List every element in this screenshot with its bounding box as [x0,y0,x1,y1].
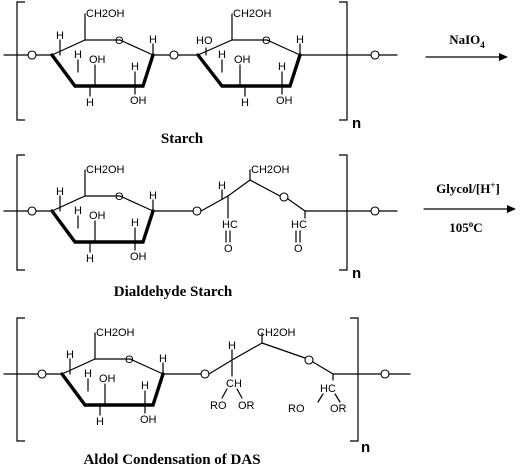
das-ch2oh-1: CH2OH [86,164,125,176]
aldol-h: H [84,368,92,380]
das-h: H [74,205,82,217]
das-o-right [370,206,380,216]
reagent-glycol: Glycol/[H+] [436,180,500,196]
reagent-temperature: 105oC [449,219,482,235]
reagent-naio4: NaIO4 [449,32,485,50]
starch-h: H [218,49,226,61]
aldol-h: H [159,353,167,365]
starch-h: H [56,30,64,42]
aldol-o-right [380,369,390,379]
aldol-ro: RO [288,403,305,415]
reaction-arrow-2 [423,205,516,213]
aldol-or: OR [330,403,347,415]
aldol-h: H [96,416,104,428]
das-aldehyde-o: O [294,243,303,255]
das-o-left [27,206,37,216]
das-right-bracket [339,154,348,271]
starch-right-bracket [339,1,348,121]
starch-h: H [149,34,157,46]
starch-repeat-n: n [352,115,361,132]
aldol-ch: CH [226,378,242,390]
starch-oh: OH [276,95,293,107]
das-ch2oh-2: CH2OH [251,164,290,176]
starch-h: H [74,49,82,61]
aldol-h: H [228,340,236,352]
aldol-right-bracket [350,317,359,442]
aldol-h: H [141,380,149,392]
starch-caption: Starch [161,131,204,147]
starch-oh: OH [89,54,106,66]
aldol-ring-o: O [125,354,134,366]
dialdehyde-starch-structure: CH2OH O H H OH H H OH H H HC O CH2OH HC [3,154,398,271]
starch-ring-o-1: O [115,35,124,47]
aldol-o-ring-open [304,355,314,365]
das-caption: Dialdehyde Starch [114,284,233,300]
das-oh: OH [89,210,106,222]
aldol-oh: OH [140,414,157,426]
starch-left-bracket [16,1,25,121]
starch-h: H [131,61,139,73]
das-o-ring-open [279,192,289,202]
das-left-bracket [16,154,25,271]
das-hc: HC [291,219,307,231]
das-oh: OH [130,251,147,263]
starch-o-right [370,50,380,60]
starch-h: H [296,34,304,46]
das-h: H [56,186,64,198]
starch-h: H [278,61,286,73]
aldol-left-bracket [16,317,25,442]
aldol-o-left [37,369,47,379]
starch-structure: CH2OH O H H OH H H OH H CH2OH O HO H OH … [3,1,398,121]
starch-oh: OH [130,95,147,107]
starch-ch2oh-1: CH2OH [86,8,125,20]
aldol-h: H [66,349,74,361]
starch-ch2oh-2: CH2OH [233,8,272,20]
aldol-repeat-n: n [361,439,370,456]
das-h: H [218,180,226,192]
das-repeat-n: n [352,265,361,282]
das-aldehyde-o: O [224,243,233,255]
starch-o-bridge [169,50,179,60]
das-hc: HC [222,219,238,231]
starch-h: H [86,97,94,109]
starch-oh: OH [234,54,251,66]
reaction-arrow-1 [425,53,508,61]
aldol-ro: RO [210,400,227,412]
das-h: H [131,217,139,229]
aldol-o-bridge [200,369,210,379]
aldol-caption: Aldol Condensation of DAS [83,452,260,467]
das-o-bridge [192,206,202,216]
das-h: H [149,190,157,202]
aldol-ch2oh-2: CH2OH [257,327,296,339]
starch-h: H [241,97,249,109]
aldol-ch2oh-1: CH2OH [96,327,135,339]
starch-ring-o-2: O [262,35,271,47]
aldol-condensation-structure: CH2OH O H H OH H H OH H H CH RO OR CH2OH [3,317,411,442]
das-h: H [86,253,94,265]
starch-ho: HO [196,35,213,47]
starch-o-left [27,50,37,60]
das-ring-o: O [115,191,124,203]
aldol-oh: OH [99,373,116,385]
aldol-or: OR [238,400,255,412]
aldol-hc: HC [320,383,336,395]
